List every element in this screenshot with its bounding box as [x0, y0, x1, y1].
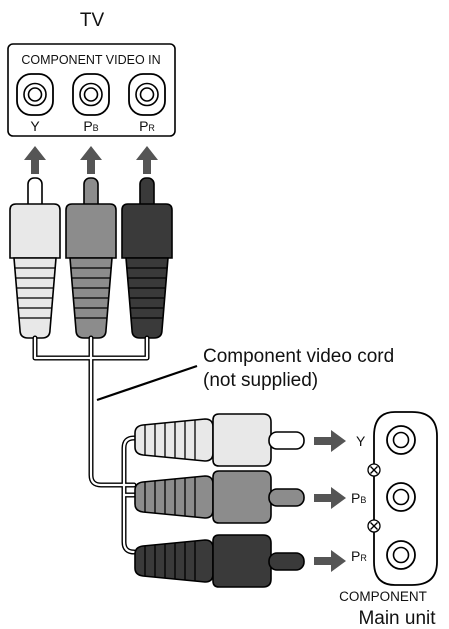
- right-arrow-icon: [314, 487, 346, 509]
- tv-panel-label: COMPONENT VIDEO IN: [21, 53, 160, 67]
- unit-right-arrows: [314, 430, 346, 572]
- tv-jack-pb[interactable]: [72, 73, 110, 116]
- unit-jack-pr[interactable]: [386, 540, 416, 570]
- screw-icon: [367, 519, 381, 533]
- up-arrow-icon: [136, 146, 158, 174]
- main-unit-output-panel: Y PB PR: [351, 411, 438, 586]
- screw-icon: [367, 463, 381, 477]
- tv-up-arrows: [24, 146, 158, 174]
- unit-jack-y[interactable]: [386, 425, 416, 455]
- cord-label-line1: Component video cord: [203, 346, 394, 367]
- vertical-plug-pr[interactable]: [121, 177, 173, 339]
- main-unit-title: Main unit: [358, 608, 436, 629]
- up-arrow-icon: [24, 146, 46, 174]
- tv-jack-pr[interactable]: [128, 73, 166, 116]
- unit-jack-pb[interactable]: [386, 482, 416, 512]
- tv-jack-pb-label: PB: [83, 118, 98, 134]
- right-arrow-icon: [314, 550, 346, 572]
- cord-callout-line: [96, 364, 198, 402]
- cord-label-line2: (not supplied): [203, 370, 318, 391]
- unit-jack-pr-label: PR: [351, 548, 367, 564]
- unit-jack-pb-label: PB: [351, 490, 366, 506]
- unit-jack-y-label: Y: [356, 433, 366, 449]
- tv-jack-y-label: Y: [30, 118, 40, 134]
- horizontal-plug-pb[interactable]: [134, 470, 305, 524]
- horizontal-plug-y[interactable]: [134, 413, 305, 467]
- tv-jack-pr-label: PR: [139, 118, 155, 134]
- component-video-cord: [32, 335, 150, 555]
- tv-input-panel: COMPONENT VIDEO IN Y PB PR: [7, 43, 176, 137]
- tv-jack-y[interactable]: [16, 73, 54, 116]
- horizontal-plug-pr[interactable]: [134, 534, 305, 588]
- vertical-plug-pb[interactable]: [65, 177, 117, 339]
- up-arrow-icon: [80, 146, 102, 174]
- vertical-plug-y[interactable]: [9, 177, 61, 339]
- unit-panel-label: COMPONENT: [339, 589, 427, 604]
- right-arrow-icon: [314, 430, 346, 452]
- tv-title: TV: [80, 10, 105, 31]
